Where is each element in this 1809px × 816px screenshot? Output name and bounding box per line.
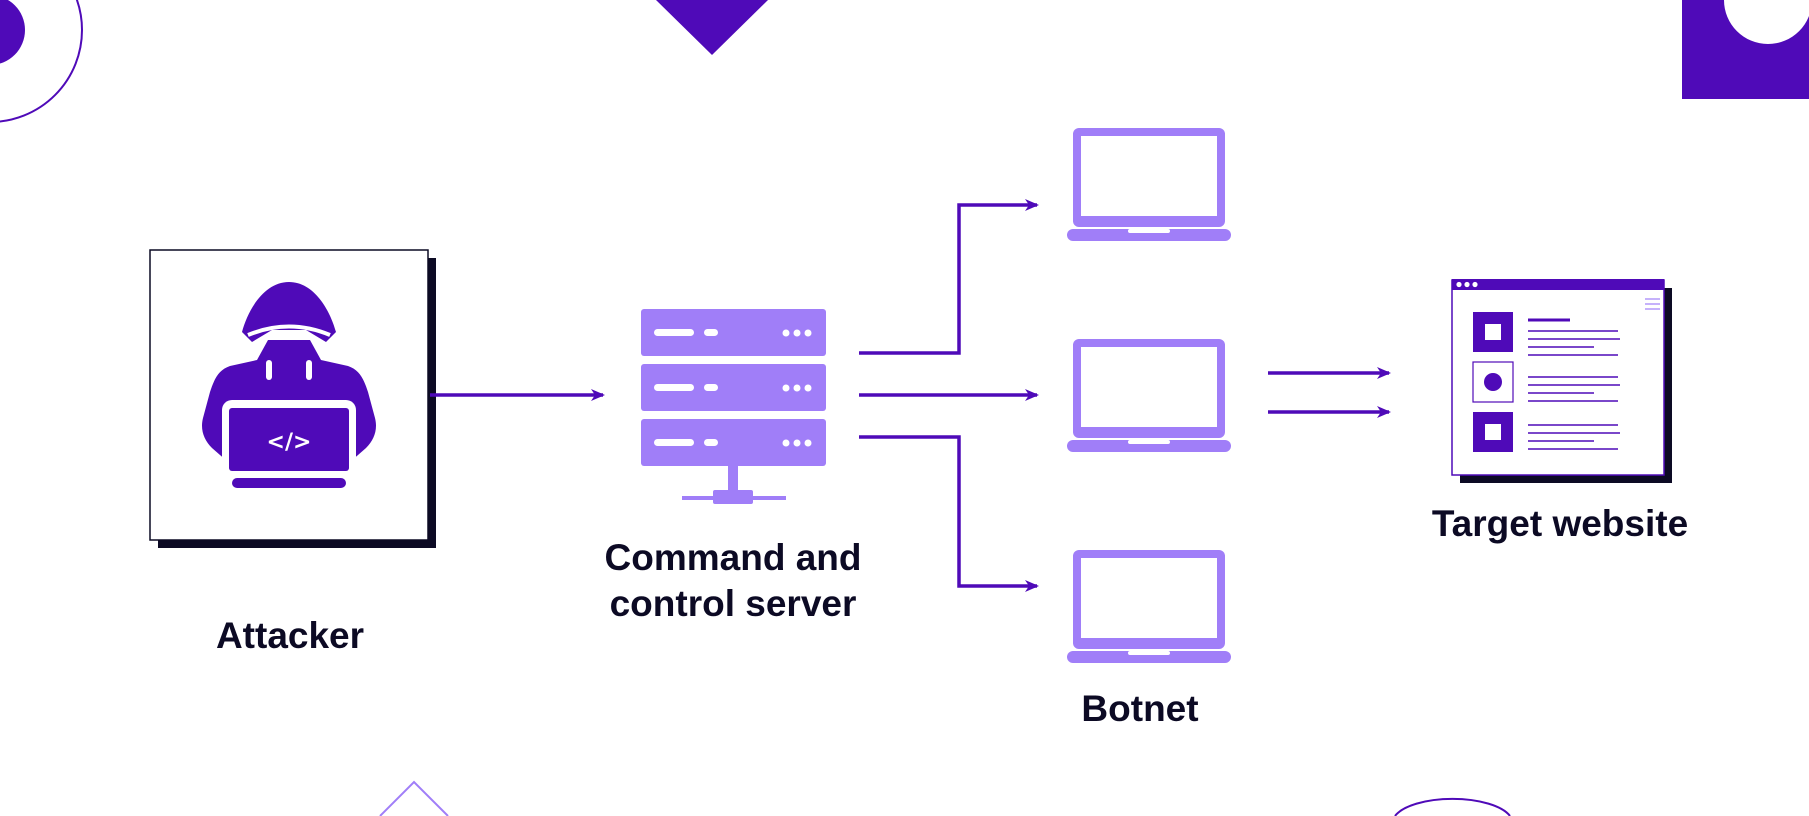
deco-ring-topleft — [0, 0, 83, 123]
server-rack-icon — [641, 309, 826, 504]
deco-circle-filled-topleft — [0, 0, 25, 64]
server-label: Command and control server — [563, 535, 903, 627]
arrows-botnet-to-target — [1268, 367, 1391, 418]
arrow-to-laptop-top — [859, 199, 1039, 355]
deco-triangle-outline-bottom — [379, 780, 449, 816]
botnet-laptops — [1067, 128, 1231, 663]
target-website-label: Target website — [1431, 503, 1689, 544]
code-glyph: </> — [267, 430, 312, 455]
laptop-icon — [1067, 128, 1231, 241]
arrows-server-to-botnet — [859, 199, 1039, 592]
botnet-label: Botnet — [1081, 688, 1199, 729]
arrow-to-laptop-bottom — [859, 435, 1039, 592]
hooded-hacker-laptop-icon: </> — [202, 282, 376, 488]
deco-triangle-top — [656, 0, 768, 55]
laptop-icon — [1067, 339, 1231, 452]
server-label-line2: control server — [609, 583, 857, 624]
deco-square-cutout-topright — [1682, 0, 1809, 99]
attacker-card: </> — [149, 249, 436, 548]
server-label-line1: Command and — [604, 537, 862, 578]
deco-arc-bottom — [1394, 797, 1511, 816]
browser-window-icon — [1451, 279, 1672, 483]
attacker-label: Attacker — [215, 615, 365, 656]
laptop-icon — [1067, 550, 1231, 663]
